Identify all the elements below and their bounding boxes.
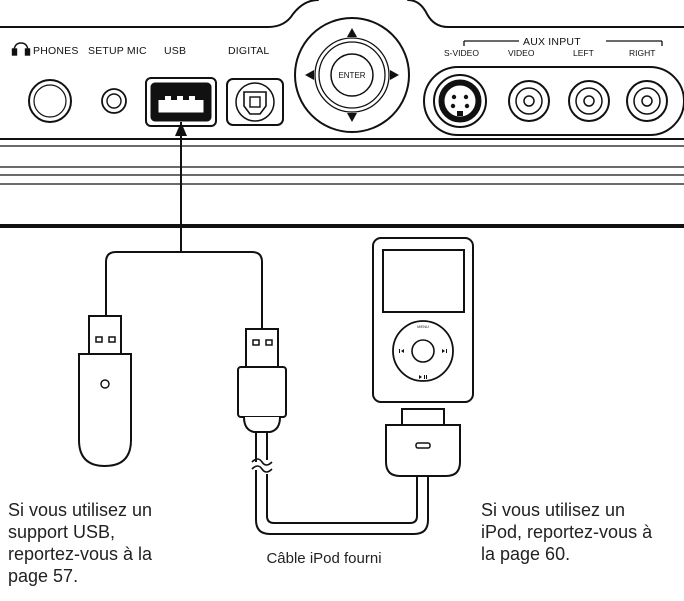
digital-label: DIGITAL xyxy=(228,45,269,57)
previous-track-icon xyxy=(399,349,404,353)
arrow-up-icon xyxy=(347,28,357,37)
usb-caption-line: support USB, xyxy=(8,522,116,542)
usb-label: USB xyxy=(164,45,186,57)
video-label: VIDEO xyxy=(508,48,535,58)
cable-label: Câble iPod fourni xyxy=(266,550,382,567)
audio-right-jack xyxy=(626,80,668,122)
ipod-caption-line: iPod, reportez-vous à xyxy=(481,522,653,542)
aux-input-bracket xyxy=(463,40,663,46)
video-jack xyxy=(508,80,550,122)
audio-left-jack xyxy=(568,80,610,122)
usb-caption-line: Si vous utilisez un xyxy=(8,500,153,520)
connection-lines xyxy=(105,122,263,329)
setup-mic-label: SETUP MIC xyxy=(88,45,147,57)
ipod xyxy=(372,237,474,403)
aux-input-label: AUX INPUT xyxy=(523,36,581,48)
ipod-caption: Si vous utilisez un iPod, reportez-vous … xyxy=(481,499,681,565)
dock-connector xyxy=(385,408,461,477)
setup-mic-jack xyxy=(101,88,127,114)
usb-port xyxy=(145,77,217,127)
ipod-cable xyxy=(251,432,429,535)
ipod-menu-label: MENU xyxy=(417,324,429,329)
left-label: LEFT xyxy=(573,48,594,58)
enter-label: ENTER xyxy=(338,71,365,80)
s-video-jack xyxy=(433,74,487,128)
usb-caption-line: reportez-vous à la xyxy=(8,544,153,564)
ipod-caption-line: Si vous utilisez un xyxy=(481,500,626,520)
play-pause-icon xyxy=(419,375,427,379)
arrow-down-icon xyxy=(347,113,357,122)
digital-optical-port xyxy=(226,78,284,126)
next-track-icon xyxy=(442,349,447,353)
right-label: RIGHT xyxy=(629,48,655,58)
usb-caption-line: page 57. xyxy=(8,566,79,586)
usb-cable-plug xyxy=(237,328,287,433)
aux-input-bezel xyxy=(423,66,684,136)
usb-caption: Si vous utilisez un support USB, reporte… xyxy=(8,499,208,587)
usb-flash-drive xyxy=(78,315,132,468)
s-video-label: S-VIDEO xyxy=(444,48,479,58)
arrow-left-icon xyxy=(305,70,314,80)
navigation-pad xyxy=(294,17,410,133)
headphones-icon xyxy=(11,42,31,56)
phones-jack xyxy=(28,79,72,123)
front-panel xyxy=(0,0,684,228)
ipod-caption-line: la page 60. xyxy=(481,544,571,564)
phones-label-group: PHONES xyxy=(11,42,79,57)
phones-label: PHONES xyxy=(33,45,79,57)
arrow-right-icon xyxy=(390,70,399,80)
arrow-up-icon xyxy=(175,122,187,136)
